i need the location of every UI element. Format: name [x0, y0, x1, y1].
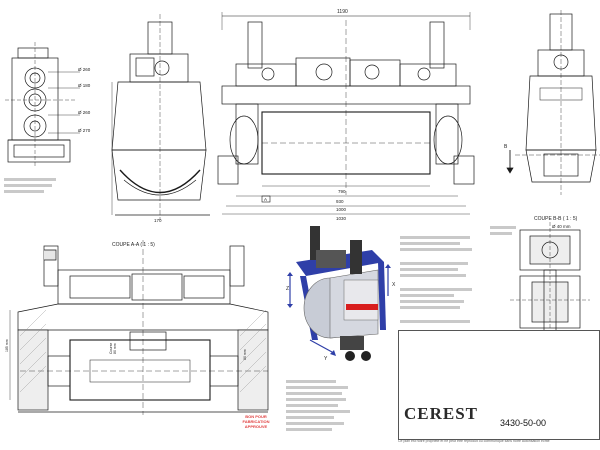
dim-260-mid: Ø 260: [78, 110, 91, 115]
dim-lower-1030: 1030: [336, 216, 347, 221]
view-marker-a: A: [264, 197, 267, 202]
dim-260-top: Ø 260: [78, 67, 91, 72]
iso-motor-left: [310, 226, 320, 260]
section-aa-label: COUPE A-A ( 1 : 5): [112, 242, 155, 248]
section-bb-label: COUPE B-B ( 1 : 5): [534, 216, 578, 222]
axis-y-label: Y: [324, 356, 328, 362]
company-logo: CEREST: [400, 400, 484, 430]
front-view: [217, 12, 475, 215]
pulley-side-view: [5, 42, 80, 168]
dim-side-170: 170: [154, 218, 162, 223]
company-name: CEREST: [404, 404, 479, 423]
view-marker-b: B: [504, 144, 508, 150]
iso-red-band: [346, 304, 378, 310]
section-aa-view: [9, 240, 269, 415]
section-bb-view: [510, 222, 590, 336]
dim-vertical-b: 80 mm: [243, 349, 247, 360]
axis-z-label: Z: [286, 286, 289, 292]
dim-detail: Ø 40 mm: [552, 224, 571, 229]
dim-roller: 790: [338, 189, 346, 194]
drawing-number: 3430-50-00: [500, 418, 547, 428]
dimension-labels: 1190 930 790 1000 1030 170 Ø 260 Ø 180 Ø…: [5, 9, 578, 362]
dim-inner: 930: [336, 199, 344, 204]
right-profile-view: [506, 10, 600, 195]
isometric-view: [287, 226, 391, 361]
dim-vertical-a: 185 mm: [5, 339, 9, 352]
side-profile-view: [111, 14, 210, 220]
dim-course: Course: [109, 343, 113, 354]
redacted-notes: [4, 178, 516, 431]
dim-270: Ø 270: [78, 128, 91, 133]
dim-overall-top: 1190: [337, 9, 348, 15]
dim-section-height: 80 mm: [113, 343, 117, 354]
dim-lower-1000: 1000: [336, 207, 347, 212]
title-block: [398, 330, 600, 440]
iso-motor-right: [350, 240, 362, 274]
footer-note: Ce plan est notre propriété et ne peut ê…: [398, 439, 550, 443]
dim-180: Ø 180: [78, 83, 91, 88]
approval-stamp: BON POUR FABRICATION APPROUVE: [242, 414, 270, 429]
axis-x-label: X: [392, 282, 396, 288]
